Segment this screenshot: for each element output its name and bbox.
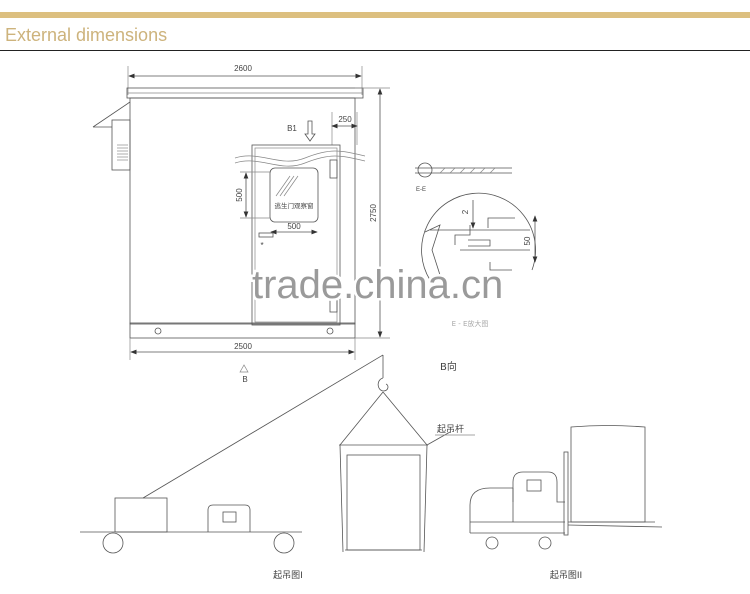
cabinet-carried xyxy=(570,425,646,523)
wheel-icon xyxy=(273,532,295,554)
header-accent-bar xyxy=(0,12,750,18)
dim-window-width: 500 xyxy=(287,222,301,231)
header-divider xyxy=(0,50,750,51)
wheel-icon xyxy=(485,536,499,550)
truck-cab xyxy=(207,504,251,532)
section-title: External dimensions xyxy=(5,25,168,45)
dim-250: 250 xyxy=(338,115,352,124)
figure1-caption: 起吊图I xyxy=(273,570,303,581)
arrow-down-icon xyxy=(304,120,316,142)
section-label: E-E xyxy=(416,187,426,193)
dim-2600: 2600 xyxy=(234,64,252,73)
forklift-cab xyxy=(512,471,565,503)
forklift-mast xyxy=(563,451,569,536)
dim-window-height: 500 xyxy=(235,188,244,202)
hinge-top xyxy=(329,159,338,179)
view-marker-icon xyxy=(239,364,249,373)
lifting-diagram-2: 起吊图II xyxy=(469,425,663,581)
dim-depth: 50 xyxy=(523,236,532,245)
section-detail: E-E 2 50 E - E放大图 xyxy=(415,162,538,328)
forklift-body xyxy=(469,487,513,533)
bolt-icon xyxy=(154,327,162,335)
hinge-bottom xyxy=(329,297,338,313)
base-frame xyxy=(129,322,356,339)
figure2-caption: 起吊图II xyxy=(550,570,582,581)
detail-caption: E - E放大图 xyxy=(452,319,489,328)
cabinet-elevation: 2600 2750 250 B1 逃生门观察窗 xyxy=(92,64,390,384)
cabinet-lifted xyxy=(346,454,421,551)
view-marker-label: B xyxy=(242,375,247,384)
door-handle xyxy=(258,232,274,238)
door xyxy=(251,144,341,326)
crane-base xyxy=(114,497,168,533)
observation-window xyxy=(269,167,319,223)
dim-2750: 2750 xyxy=(369,204,378,222)
dim-gap: 2 xyxy=(461,209,470,214)
cabinet-body xyxy=(129,97,356,325)
view-b-label: B向 xyxy=(440,360,457,373)
star-mark: * xyxy=(260,241,263,250)
wheel-icon xyxy=(538,536,552,550)
view-b1-label: B1 xyxy=(287,124,297,133)
awning xyxy=(92,101,131,128)
watermark: trade.china.cn xyxy=(252,263,503,307)
lifting-bar-label: 起吊杆 xyxy=(437,423,464,435)
hook-icon xyxy=(377,377,389,392)
lifting-diagram-1: 起吊杆 起吊图I xyxy=(80,354,475,581)
window-label: 逃生门观察窗 xyxy=(275,201,314,210)
bolt-icon xyxy=(326,327,334,335)
wheel-icon xyxy=(102,532,124,554)
side-vent-box xyxy=(111,119,131,171)
dim-2500: 2500 xyxy=(234,342,252,351)
